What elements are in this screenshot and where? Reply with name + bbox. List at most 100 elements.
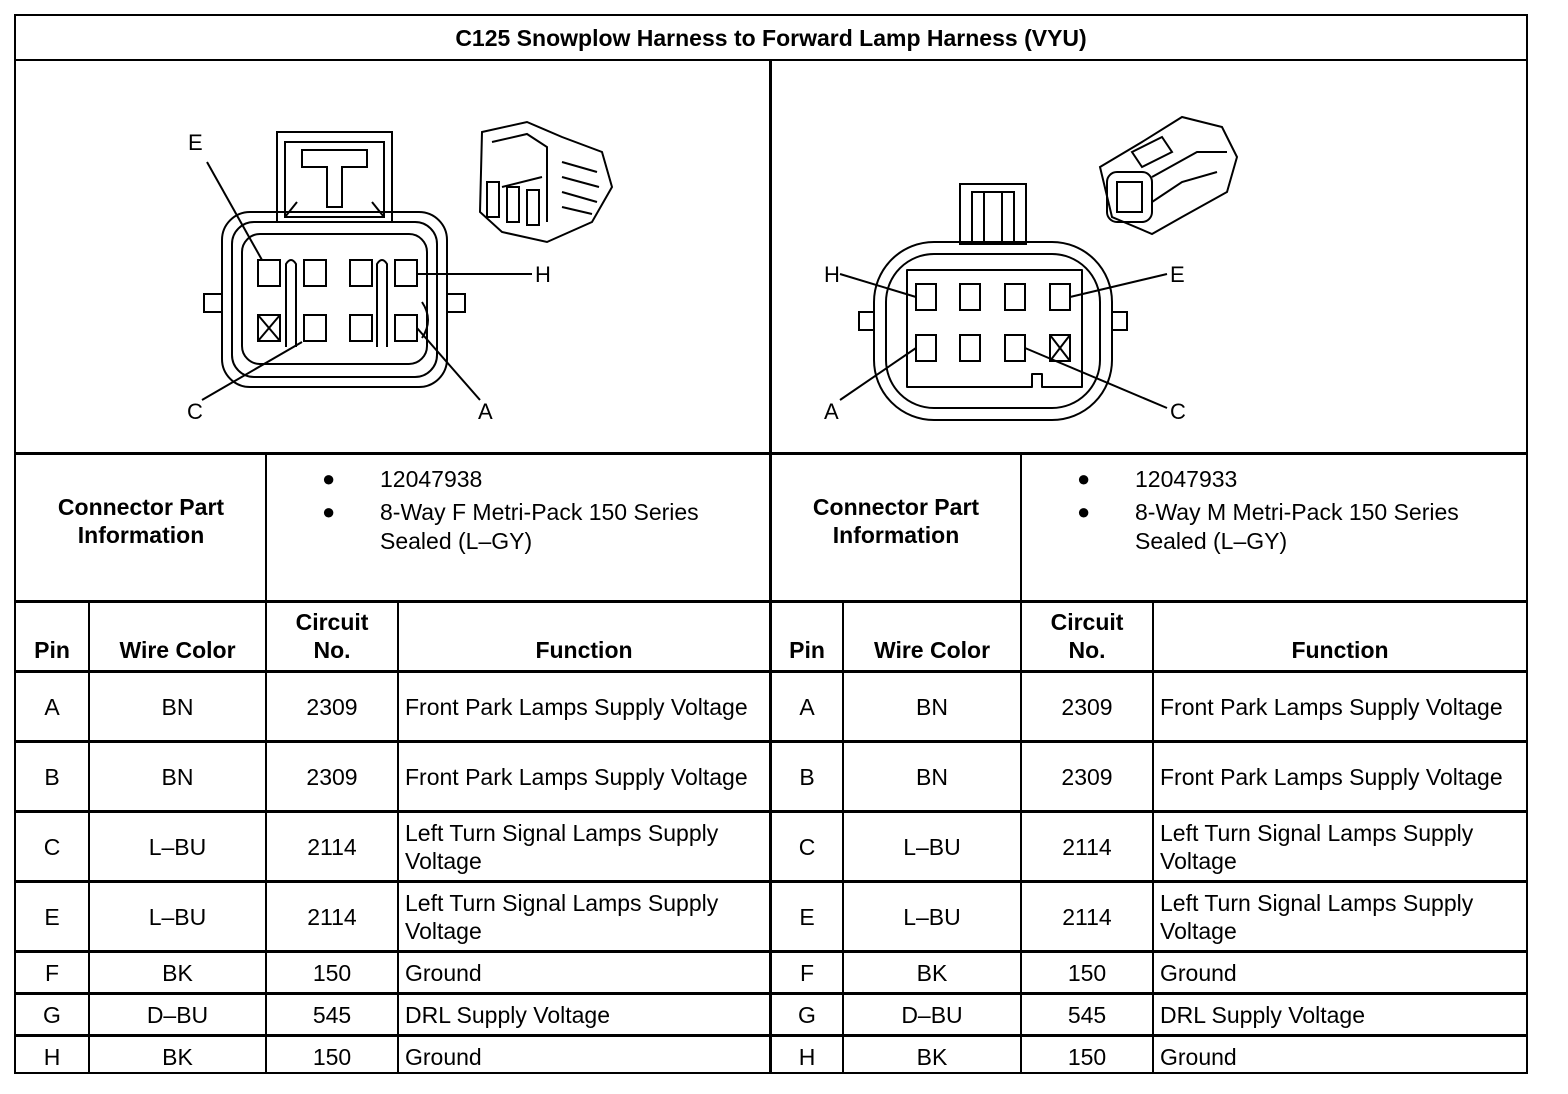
callout-label: A	[478, 399, 493, 424]
table-cell-pin: E	[44, 903, 60, 930]
callout-label: E	[1170, 262, 1185, 287]
column-header-wire: Wire Color	[119, 637, 236, 663]
table-cell-wire: D–BU	[901, 1001, 963, 1028]
table-cell-wire: D–BU	[146, 1001, 209, 1028]
table-cell-wire: BN	[916, 693, 948, 720]
divider	[16, 59, 1526, 61]
table-cell-function: Front Park Lamps Supply Voltage	[1160, 763, 1503, 790]
row-divider	[16, 810, 769, 813]
table-cell-wire: BN	[916, 763, 948, 790]
column-header-function: Function	[1291, 637, 1389, 663]
table-cell-function: Ground	[405, 1043, 482, 1070]
connector-diagram-female: E H C A	[187, 120, 614, 424]
table-cell-circuit: 150	[312, 1043, 352, 1070]
table-cell-function: Ground	[405, 959, 482, 986]
table-cell-pin: C	[43, 833, 61, 860]
table-cell-function: DRL Supply Voltage	[1160, 1001, 1366, 1028]
row-divider	[772, 740, 1526, 743]
part-info-item: ●12047933	[1077, 466, 1238, 492]
column-header-pin: Pin	[34, 637, 70, 663]
row-divider	[772, 880, 1526, 883]
row-divider	[16, 992, 769, 995]
callout-label: C	[1170, 399, 1186, 424]
row-divider	[772, 1034, 1526, 1037]
column-header-function: Function	[535, 637, 633, 663]
table-cell-function: Ground	[1160, 959, 1237, 986]
bullet-icon: ●	[322, 466, 336, 491]
part-info-item: ●8-Way M Metri-Pack 150 Series Sealed (L…	[1077, 499, 1459, 554]
table-divider	[397, 603, 399, 1072]
row-divider	[772, 992, 1526, 995]
table-cell-function: Front Park Lamps Supply Voltage	[405, 763, 748, 790]
divider	[16, 452, 1526, 455]
table-cell-pin: E	[799, 903, 815, 930]
table-cell-circuit: 150	[312, 959, 352, 986]
divider	[769, 61, 772, 1072]
callout-label: A	[824, 399, 839, 424]
table-cell-wire: BK	[162, 1043, 193, 1070]
divider	[265, 455, 267, 600]
column-header-pin: Pin	[789, 637, 825, 663]
connector-info-label: Connector Part Information	[812, 494, 980, 548]
row-divider	[772, 950, 1526, 953]
connector-sheet: C125 Snowplow Harness to Forward Lamp Ha…	[14, 14, 1528, 1074]
row-divider	[772, 670, 1526, 673]
callout-label: C	[187, 399, 203, 424]
table-divider	[842, 603, 844, 1072]
table-cell-pin: A	[799, 693, 815, 720]
divider	[16, 600, 1526, 603]
connector-diagram-male: H E A C	[824, 115, 1239, 424]
part-info-item: ●12047938	[322, 466, 483, 492]
table-cell-circuit: 545	[312, 1001, 352, 1028]
table-cell-function: Ground	[1160, 1043, 1237, 1070]
callout-label: E	[188, 130, 203, 155]
table-cell-circuit: 2114	[1062, 833, 1112, 860]
table-cell-function: Left Turn Signal Lamps Supply Voltage	[1160, 819, 1474, 874]
table-cell-pin: F	[799, 959, 815, 986]
table-cell-wire: BK	[162, 959, 193, 986]
table-cell-circuit: 2309	[1061, 693, 1113, 720]
row-divider	[16, 1034, 769, 1037]
table-cell-circuit: 2114	[1062, 903, 1112, 930]
column-header-wire: Wire Color	[873, 637, 991, 663]
row-divider	[16, 950, 769, 953]
table-cell-circuit: 2114	[307, 833, 357, 860]
table-cell-pin: G	[798, 1001, 816, 1028]
row-divider	[16, 880, 769, 883]
part-info-list: ●12047938 ●8-Way F Metri-Pack 150 Series…	[322, 465, 762, 556]
table-cell-function: Left Turn Signal Lamps Supply Voltage	[1160, 889, 1474, 944]
table-cell-circuit: 150	[1067, 1043, 1107, 1070]
callout-label: H	[824, 262, 840, 287]
column-header-circuit: Circuit No.	[295, 609, 369, 663]
table-cell-pin: F	[44, 959, 60, 986]
table-cell-wire: L–BU	[903, 833, 961, 860]
callout-label: H	[535, 262, 551, 287]
bullet-icon: ●	[322, 499, 336, 524]
table-cell-wire: L–BU	[903, 903, 961, 930]
part-info-list: ●12047933 ●8-Way M Metri-Pack 150 Series…	[1077, 465, 1517, 556]
sheet-title: C125 Snowplow Harness to Forward Lamp Ha…	[455, 24, 1087, 51]
table-divider	[1152, 603, 1154, 1072]
bullet-icon: ●	[1077, 499, 1091, 524]
table-cell-pin: H	[43, 1043, 61, 1070]
table-cell-circuit: 2309	[306, 763, 358, 790]
table-cell-wire: BK	[916, 1043, 948, 1070]
table-cell-circuit: 150	[1067, 959, 1107, 986]
table-divider	[88, 603, 90, 1072]
table-cell-circuit: 2309	[306, 693, 358, 720]
table-cell-function: Front Park Lamps Supply Voltage	[405, 693, 748, 720]
table-cell-function: Left Turn Signal Lamps Supply Voltage	[405, 819, 719, 874]
bullet-icon: ●	[1077, 466, 1091, 491]
table-cell-wire: L–BU	[148, 903, 207, 930]
table-cell-wire: BK	[916, 959, 948, 986]
table-cell-circuit: 2114	[307, 903, 357, 930]
table-divider	[265, 603, 267, 1072]
table-cell-pin: H	[798, 1043, 816, 1070]
table-cell-circuit: 2309	[1061, 763, 1113, 790]
table-cell-wire: BN	[161, 693, 194, 720]
part-info-item: ●8-Way F Metri-Pack 150 Series Sealed (L…	[322, 499, 699, 554]
table-cell-wire: L–BU	[148, 833, 207, 860]
table-cell-pin: C	[798, 833, 816, 860]
connector-info-label: Connector Part Information	[57, 494, 225, 548]
table-cell-pin: B	[799, 763, 815, 790]
